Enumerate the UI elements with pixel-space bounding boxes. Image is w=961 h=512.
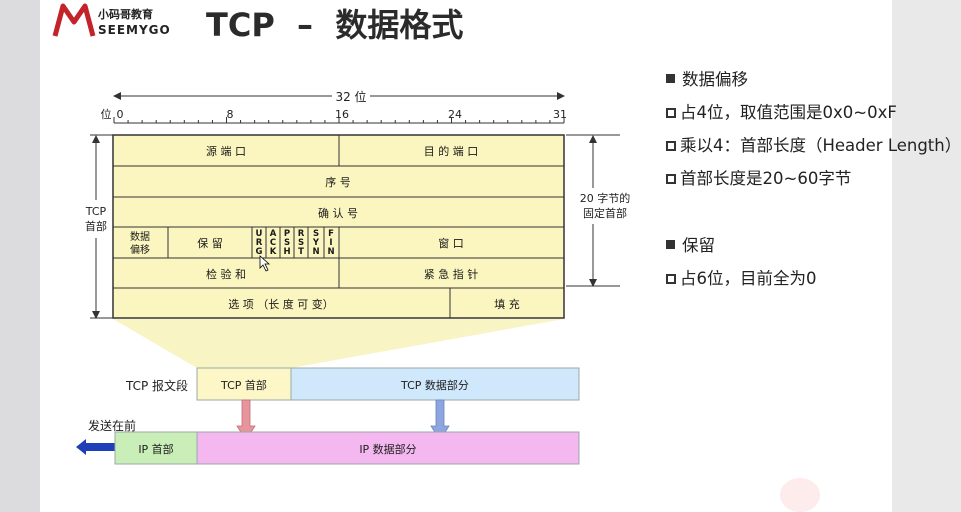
- field-source-port: 源 端 口: [206, 144, 246, 158]
- bullet-text: 保留: [682, 236, 715, 255]
- flag-letter: S: [313, 229, 319, 239]
- flag-letter: F: [328, 229, 334, 239]
- tcp-header-label-line1: TCP: [85, 205, 107, 218]
- bullet-item: 首部长度是20~60字节: [666, 165, 851, 189]
- field-urgent-pointer: 紧 急 指 针: [424, 267, 479, 281]
- ip-header-block: [114, 431, 198, 465]
- segment-label: TCP 报文段: [125, 378, 188, 393]
- logo-mark-icon: [52, 3, 96, 37]
- tcp-data-block-label: TCP 数据部分: [400, 378, 469, 392]
- flag-letter: I: [329, 238, 332, 248]
- bullet-text: 乘以4：首部长度（Header Length）: [680, 136, 961, 155]
- field-destination-port: 目 的 端 口: [424, 144, 479, 158]
- tcp-header-block-label: TCP 首部: [220, 378, 267, 392]
- logo-line1: 小码哥教育: [97, 7, 153, 21]
- tcp-data-block: [290, 367, 580, 401]
- tcp-header-block: [196, 367, 292, 401]
- bullet-list: 数据偏移 占4位，取值范围是0x0~0xF 乘以4：首部长度（Header Le…: [666, 66, 961, 306]
- flag-letter: R: [298, 229, 305, 239]
- hollow-square-icon: [666, 108, 676, 118]
- slide: 小码哥教育 SEEMYGO TCP – 数据格式 32 位 位 0 8 16 2…: [40, 0, 961, 512]
- ip-header-block-label: IP 首部: [138, 442, 173, 456]
- hollow-square-icon: [666, 141, 676, 151]
- send-first-label: 发送在前: [88, 418, 136, 433]
- tcp-header-label-line2: 首部: [85, 219, 107, 233]
- bullet-text: 占6位，目前全为0: [680, 269, 817, 288]
- bullet-item: 占4位，取值范围是0x0~0xF: [666, 99, 897, 123]
- mouse-cursor-icon: [259, 255, 271, 272]
- bits-label: 32 位: [335, 89, 366, 104]
- flag-letter: T: [298, 247, 304, 257]
- flag-letter: R: [256, 238, 263, 248]
- bit-word: 位: [101, 107, 112, 121]
- field-window: 窗 口: [438, 236, 464, 250]
- bit-tick-31: 31: [553, 108, 567, 121]
- projection-shape: [113, 319, 564, 368]
- flag-letter: G: [256, 247, 263, 257]
- fixed-header-label-line1: 20 字节的: [580, 191, 631, 205]
- bullet-item: 保留: [666, 232, 715, 256]
- field-ack-number: 确 认 号: [318, 207, 358, 220]
- bullet-item: 乘以4：首部长度（Header Length）: [666, 132, 961, 156]
- fixed-header-label-line2: 固定首部: [583, 206, 627, 220]
- flag-letter: K: [270, 247, 277, 257]
- flag-letter: Y: [312, 238, 320, 248]
- tcp-format-diagram: 32 位 位 0 8 16 24 31 TCP 首部 20 字节的 固定首部: [76, 89, 631, 465]
- field-checksum: 检 验 和: [206, 267, 246, 281]
- bullet-item: 占6位，目前全为0: [666, 265, 817, 289]
- left-margin-bar: [0, 0, 40, 512]
- field-sequence-number: 序 号: [325, 175, 351, 189]
- solid-square-icon: [666, 74, 675, 83]
- flag-letter: S: [298, 238, 304, 248]
- bullet-item: 数据偏移: [666, 66, 748, 90]
- flag-letter: A: [270, 229, 277, 239]
- hollow-square-icon: [666, 174, 676, 184]
- field-data-offset-line1: 数据: [130, 230, 150, 243]
- bullet-text: 数据偏移: [682, 70, 748, 89]
- field-options: 选 项 （长 度 可 变）: [228, 297, 333, 311]
- field-reserved: 保 留: [197, 236, 223, 250]
- ip-data-block-label: IP 数据部分: [359, 442, 416, 456]
- bit-tick-16: 16: [335, 108, 349, 121]
- bit-tick-0: 0: [117, 108, 124, 121]
- ip-data-block: [196, 431, 580, 465]
- flag-letter: U: [256, 229, 263, 239]
- flag-letter: N: [327, 247, 334, 257]
- field-data-offset-line2: 偏移: [130, 243, 150, 256]
- bit-tick-8: 8: [227, 108, 234, 121]
- solid-square-icon: [666, 240, 675, 249]
- logo: 小码哥教育 SEEMYGO: [52, 3, 171, 37]
- field-padding: 填 充: [494, 297, 520, 311]
- decorative-blob: [780, 478, 820, 512]
- send-first-arrow-icon: [76, 439, 115, 455]
- flag-letter: C: [270, 238, 276, 248]
- bit-ruler-ticks: [113, 117, 565, 123]
- flag-letter: H: [283, 247, 290, 257]
- flag-letter: N: [312, 247, 319, 257]
- bit-tick-24: 24: [448, 108, 462, 121]
- bullet-text: 占4位，取值范围是0x0~0xF: [680, 103, 897, 122]
- hollow-square-icon: [666, 274, 676, 284]
- flag-letter: P: [284, 229, 290, 239]
- page-title: TCP – 数据格式: [206, 6, 464, 44]
- flag-letter: S: [284, 238, 290, 248]
- logo-line2: SEEMYGO: [98, 23, 171, 37]
- bullet-text: 首部长度是20~60字节: [680, 169, 852, 188]
